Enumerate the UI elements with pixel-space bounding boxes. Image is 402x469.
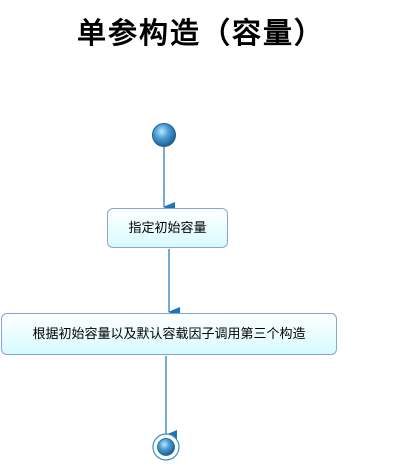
activity-node-call-third-constructor: 根据初始容量以及默认容载因子调用第三个构造 — [1, 313, 337, 355]
end-node-inner — [157, 438, 175, 456]
activity-label: 根据初始容量以及默认容载因子调用第三个构造 — [32, 326, 306, 342]
activity-label: 指定初始容量 — [128, 220, 207, 236]
diagram-title: 单参构造（容量） — [76, 16, 325, 50]
start-node — [152, 123, 176, 147]
activity-node-set-initial-capacity: 指定初始容量 — [107, 208, 228, 248]
